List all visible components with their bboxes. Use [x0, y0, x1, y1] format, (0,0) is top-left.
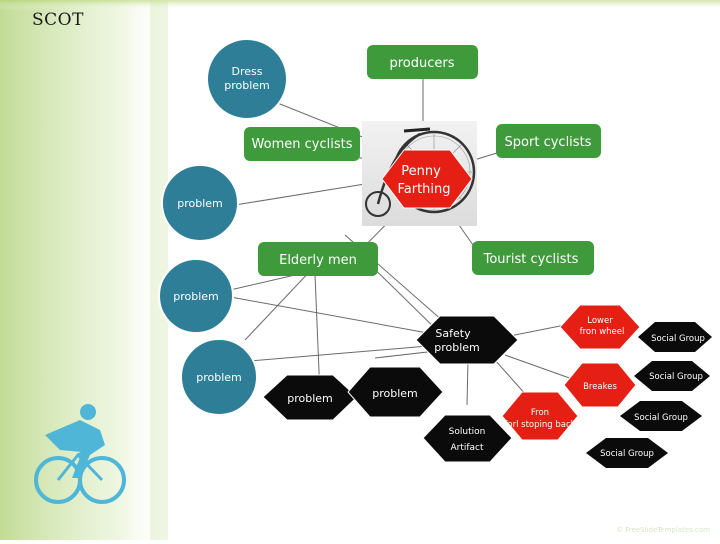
problem-bottom-1-label: problem: [287, 392, 333, 405]
elderly-men-label: Elderly men: [279, 253, 357, 268]
problem-left-label: problem: [177, 197, 223, 210]
node-lower-front-wheel: Lower fron wheel: [559, 304, 641, 350]
sport-cyclists-label: Sport cyclists: [505, 135, 592, 150]
node-social-group-2: Social Group: [634, 361, 710, 391]
safety-problem-label-line1: Safety: [435, 327, 471, 340]
problem-lower-left-label: problem: [196, 371, 242, 384]
brakes-label: Breakes: [583, 382, 617, 392]
node-front-stopping-back: Fron forl stoping back: [501, 391, 579, 441]
social-group-3-label: Social Group: [634, 413, 688, 423]
node-problem-bottom-2: problem: [347, 366, 444, 418]
penny-farthing-label-line1: Penny: [401, 164, 441, 179]
dress-problem-label-line2: problem: [224, 79, 270, 92]
node-women-cyclists: Women cyclists: [244, 127, 360, 161]
node-social-group-1: Social Group: [638, 322, 712, 352]
slide-title: SCOT: [32, 10, 84, 30]
problem-bottom-2-label: problem: [372, 387, 418, 400]
node-problem-bottom-1: problem: [262, 374, 358, 421]
node-brakes: Breakes: [563, 362, 637, 408]
node-social-group-3: Social Group: [620, 401, 702, 431]
penny-farthing-label-line2: Farthing: [397, 182, 450, 197]
social-group-4-label: Social Group: [600, 449, 654, 459]
dress-problem-label-line1: Dress: [232, 65, 263, 78]
safety-problem-label-line2: problem: [434, 341, 480, 354]
front-stopping-back-label-line2: forl stoping back: [504, 420, 575, 430]
watermark: © FreeSlideTemplates.com: [616, 526, 710, 534]
node-solution-artifact: Solution Artifact: [422, 414, 513, 463]
node-problem-left: problem: [161, 164, 239, 242]
front-stopping-back-label-line1: Fron: [531, 408, 549, 418]
problem-mid-left-label: problem: [173, 290, 219, 303]
producers-label: producers: [389, 56, 454, 71]
tourist-cyclists-label: Tourist cyclists: [483, 252, 579, 267]
node-dress-problem: Dress problem: [206, 38, 288, 120]
node-problem-mid-left: problem: [158, 258, 234, 334]
social-group-1-label: Social Group: [651, 334, 705, 344]
lower-front-wheel-label-line2: fron wheel: [580, 327, 625, 337]
node-penny-farthing: Penny Farthing: [381, 149, 473, 209]
node-safety-problem: Safety problem: [415, 315, 519, 365]
node-sport-cyclists: Sport cyclists: [496, 124, 601, 158]
artifact-label: Artifact: [450, 443, 484, 453]
node-producers: producers: [367, 45, 478, 79]
social-group-2-label: Social Group: [649, 372, 703, 382]
node-elderly-men: Elderly men: [258, 242, 378, 276]
node-social-group-4: Social Group: [586, 438, 668, 468]
lower-front-wheel-label-line1: Lower: [587, 316, 613, 326]
solution-label: Solution: [449, 427, 486, 437]
node-problem-lower-left: problem: [180, 338, 258, 416]
node-tourist-cyclists: Tourist cyclists: [472, 241, 594, 275]
cyclist-icon: [34, 404, 126, 504]
women-cyclists-label: Women cyclists: [252, 137, 353, 152]
